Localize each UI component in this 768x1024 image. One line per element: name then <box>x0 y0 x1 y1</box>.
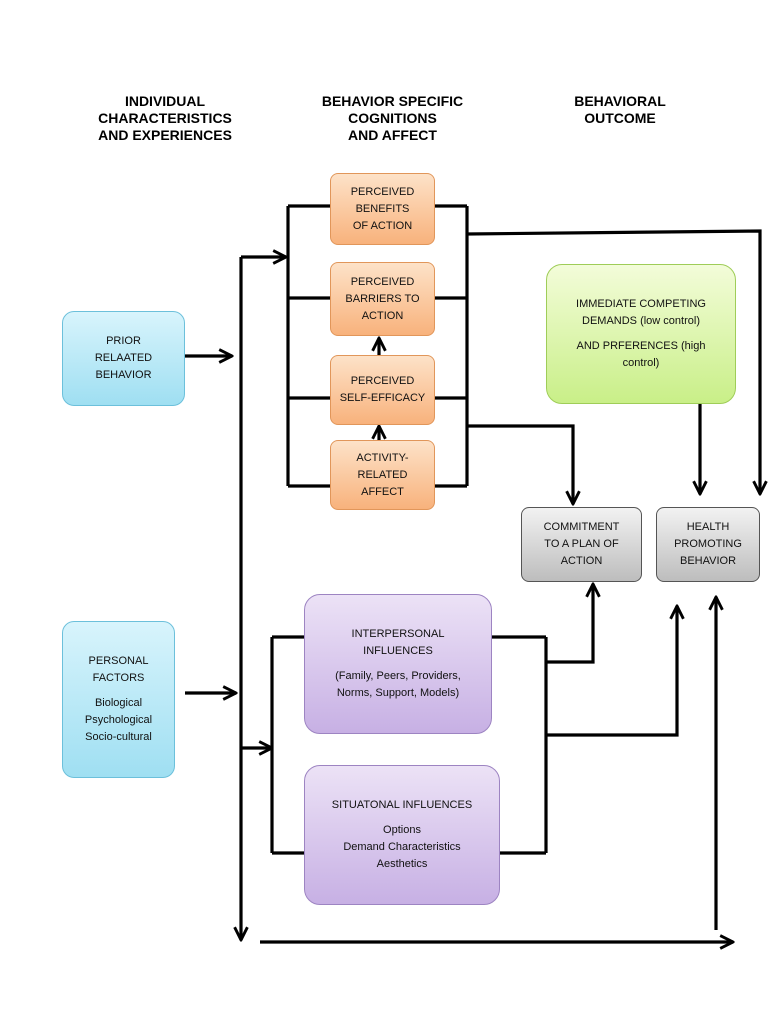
personal-factors-title-line: FACTORS <box>92 672 145 684</box>
health-line: BEHAVIOR <box>679 555 737 567</box>
competing-line: IMMEDIATE COMPETING <box>576 298 706 310</box>
interpersonal-detail-line: Norms, Support, Models) <box>336 687 460 699</box>
interpersonal-title-line: INFLUENCES <box>363 645 433 657</box>
affect-line: RELATED <box>357 468 408 481</box>
prior-behavior-line: BEHAVIOR <box>95 369 152 381</box>
affect-line: AFFECT <box>361 485 404 498</box>
competing-line: control) <box>622 357 660 369</box>
commitment-line: COMMITMENT <box>543 521 620 533</box>
commitment-line: ACTION <box>560 555 603 567</box>
prior-related-behavior-box: PRIOR RELAATED BEHAVIOR <box>62 311 185 406</box>
header-outcome: BEHAVIORAL OUTCOME <box>574 93 666 126</box>
cognitions-to-commitment-arrow <box>467 424 573 504</box>
personal-factors-item: Socio-cultural <box>85 731 152 743</box>
benefits-line: OF ACTION <box>352 219 413 232</box>
competing-line: AND PRFERENCES (high <box>576 340 706 352</box>
competing-line: DEMANDS (low control) <box>582 315 700 327</box>
influences-to-commitment-arrow <box>546 584 593 664</box>
perceived-benefits-box: PERCEIVED BENEFITS OF ACTION <box>330 173 435 245</box>
personal-factors-title-line: PERSONAL <box>88 655 149 667</box>
influences-to-health-arrow <box>546 606 677 737</box>
personal-factors-item: Psychological <box>84 714 153 726</box>
commitment-to-plan-box: COMMITMENT TO A PLAN OF ACTION <box>521 507 642 582</box>
situational-detail-line: Options <box>383 824 421 836</box>
header-cognitions: BEHAVIOR SPECIFIC COGNITIONS AND AFFECT <box>321 93 464 143</box>
header-individual: INDIVIDUAL CHARACTERISTICS AND EXPERIENC… <box>98 93 232 143</box>
situational-detail-line: Aesthetics <box>376 858 428 870</box>
prior-behavior-line: PRIOR <box>106 335 141 347</box>
perceived-self-efficacy-box: PERCEIVED SELF-EFFICACY <box>330 355 435 425</box>
self-efficacy-line: SELF-EFFICACY <box>339 392 426 404</box>
health-promoting-behavior-box: HEALTH PROMOTING BEHAVIOR <box>656 507 760 582</box>
benefits-line: PERCEIVED <box>350 185 415 198</box>
affect-line: ACTIVITY- <box>356 451 409 464</box>
personal-factors-box: PERSONAL FACTORS Biological Psychologica… <box>62 621 175 778</box>
health-line: PROMOTING <box>674 538 742 550</box>
situational-influences-box: SITUATONAL INFLUENCES Options Demand Cha… <box>304 765 500 905</box>
interpersonal-influences-box: INTERPERSONAL INFLUENCES (Family, Peers,… <box>304 594 492 734</box>
immediate-competing-demands-box: IMMEDIATE COMPETING DEMANDS (low control… <box>546 264 736 404</box>
perceived-barriers-box: PERCEIVED BARRIERS TO ACTION <box>330 262 435 336</box>
self-efficacy-line: PERCEIVED <box>350 375 415 387</box>
barriers-line: ACTION <box>361 309 404 322</box>
barriers-line: BARRIERS TO <box>345 292 420 305</box>
barriers-line: PERCEIVED <box>350 275 415 288</box>
personal-factors-item: Biological <box>94 697 143 709</box>
commitment-line: TO A PLAN OF <box>544 538 619 550</box>
situational-title-line: SITUATONAL INFLUENCES <box>331 799 473 811</box>
health-line: HEALTH <box>686 521 730 533</box>
interpersonal-title-line: INTERPERSONAL <box>351 628 445 640</box>
prior-behavior-line: RELAATED <box>94 352 153 364</box>
activity-related-affect-box: ACTIVITY- RELATED AFFECT <box>330 440 435 510</box>
cognitions-to-health-arrow <box>466 229 760 494</box>
interpersonal-detail-line: (Family, Peers, Providers, <box>335 670 461 682</box>
benefits-line: BENEFITS <box>355 202 410 215</box>
situational-detail-line: Demand Characteristics <box>343 841 461 853</box>
